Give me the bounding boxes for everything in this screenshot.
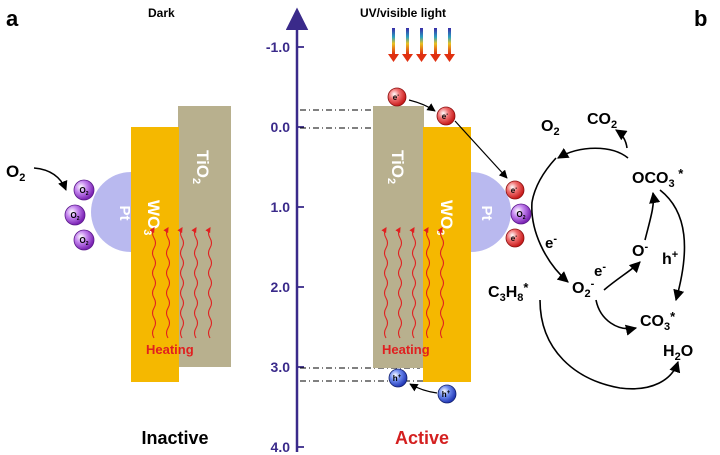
svg-text:O2: O2 [79,186,88,197]
wo3-slab-left [131,127,179,382]
pt-particle-left [91,172,131,252]
mechanism-arrows [531,129,686,390]
electron-ball-pt-2: e- [505,228,525,248]
axis-tick-label: 4.0 [271,439,291,455]
mech-h2o: H2O [663,343,693,363]
inactive-label: Inactive [141,428,208,448]
tio2-slab-left [178,106,231,367]
mech-o-minus: O- [632,241,648,260]
electron-ball-pt-1: e- [505,180,525,200]
svg-text:h+: h+ [393,374,402,383]
mech-co2: CO2 [587,111,617,131]
svg-text:O2: O2 [79,236,88,247]
o2-ball-left-1: O2 [73,179,95,201]
active-label: Active [395,428,449,448]
hole-transfer-arrow [409,383,438,394]
axis-tick-label: 0.0 [271,119,291,135]
axis-tick-label: -1.0 [266,39,290,55]
o2-adsorb-arrow [33,167,68,191]
hole-ball-1: h+ [388,368,408,388]
light-title: UV/visible light [360,6,446,20]
svg-text:h+: h+ [442,390,451,399]
heating-label-left: Heating [146,342,194,357]
hole-ball-2: h+ [437,384,457,404]
mech-o2-minus: O2- [572,278,595,300]
o2-ball-left-3: O2 [73,229,95,251]
svg-text:O2: O2 [70,211,79,222]
heat-waves-left [149,227,213,339]
svg-text:O2: O2 [516,210,525,221]
tio2-label-right: TiO2 [385,150,407,184]
electron-transfer-arrow-2 [454,120,508,179]
o2-label-left: O2 [6,162,25,184]
panel-label-a: a [6,6,19,31]
wo3-label-left: WO3 [141,200,163,235]
mech-c3h8: C3H8* [488,280,529,304]
dark-title: Dark [148,6,175,20]
svg-text:e-: e- [511,186,517,195]
tio2-label-left: TiO2 [190,150,212,184]
pt-label-right: Pt [478,206,495,221]
mech-e-minus-2: e- [594,261,606,280]
electron-ball-2: e- [436,106,456,126]
wo3-slab-right [423,127,471,382]
heating-label-right: Heating [382,342,430,357]
mech-h-plus: h+ [662,249,678,268]
o2-ball-left-2: O2 [64,204,86,226]
o2-ball-right: O2 [510,203,532,225]
electron-ball-1: e- [387,87,407,107]
svg-text:e-: e- [511,234,517,243]
pt-label-left: Pt [116,206,133,221]
mech-o2: O2 [541,118,560,138]
heat-waves-right [381,227,445,339]
mech-co3: CO3* [640,309,676,333]
panel-label-b: b [694,6,707,31]
light-rays-icon [388,28,455,62]
axis-tick-label: 2.0 [271,279,291,295]
electron-transfer-arrow-1 [408,99,436,112]
energy-axis-ticks [297,46,304,448]
tio2-slab-right [373,106,424,368]
svg-text:e-: e- [442,112,448,121]
axis-tick-label: 3.0 [271,359,291,375]
mech-oco3: OCO3 * [632,166,684,190]
svg-text:e-: e- [393,93,399,102]
pt-particle-right [471,172,511,252]
axis-tick-label: 1.0 [271,199,291,215]
mech-e-minus-1: e- [545,233,557,252]
